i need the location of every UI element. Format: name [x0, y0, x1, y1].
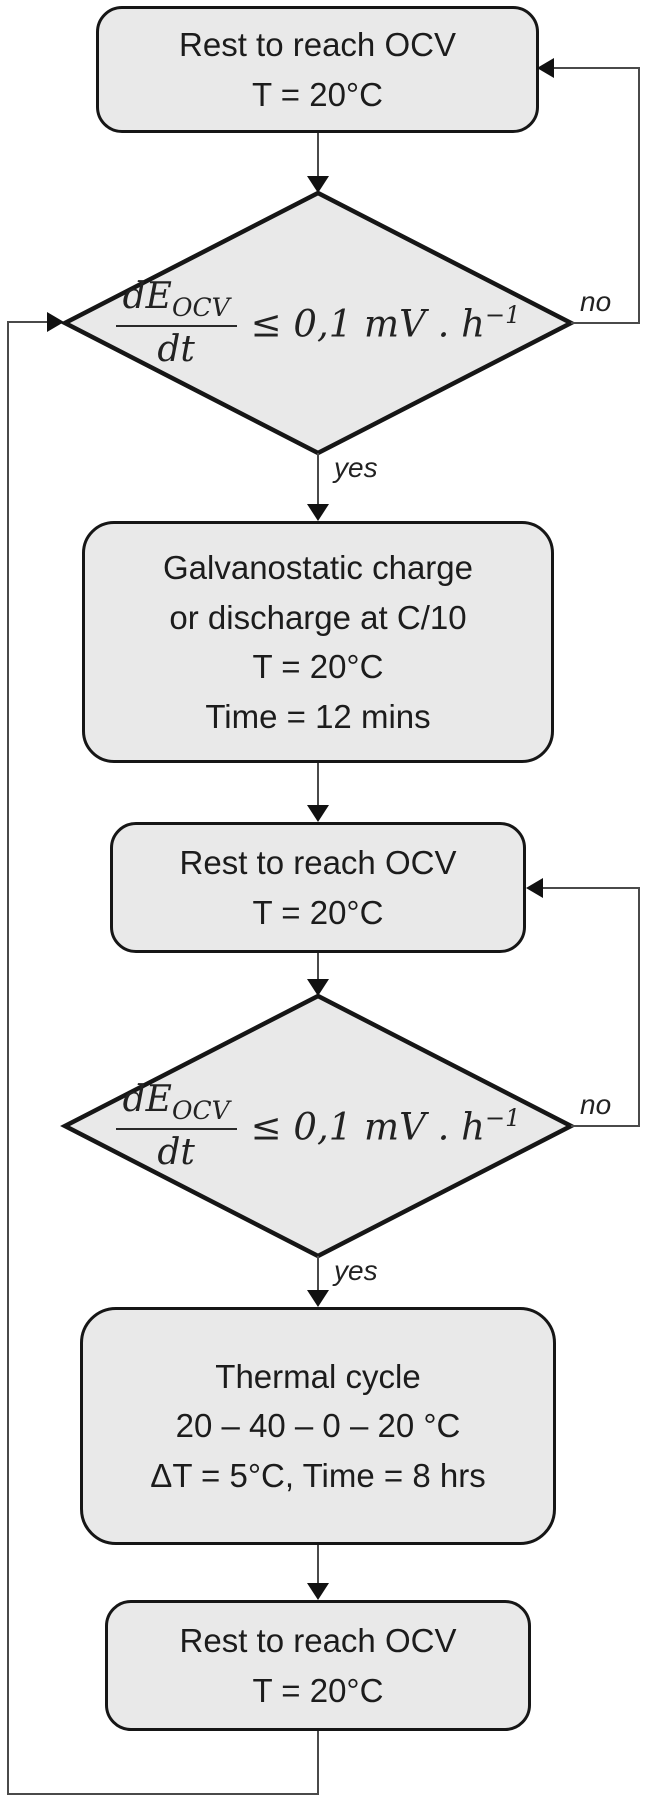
formula-denominator: dt [157, 1131, 195, 1173]
arrowhead-down [307, 1583, 329, 1600]
edge-label-no-1: no [580, 286, 612, 317]
decision-formula: dEOCV dt ≤ 0,1 mV . h−1 [60, 188, 576, 458]
formula-condition: ≤ 0,1 mV . h−1 [251, 1104, 521, 1148]
arrowhead-down [307, 1290, 329, 1307]
formula-numerator-sub: OCV [171, 1096, 230, 1126]
node-text-line: Rest to reach OCV [179, 26, 456, 63]
decision-formula: dEOCV dt ≤ 0,1 mV . h−1 [60, 991, 576, 1261]
formula-fraction: dEOCV dt [115, 275, 237, 370]
formula-condition: ≤ 0,1 mV . h−1 [251, 301, 521, 345]
node-text-line: T = 20°C [252, 648, 384, 685]
edge-label-yes-1: yes [334, 452, 378, 483]
formula-term: dE [122, 1078, 172, 1120]
node-text-line: Galvanostatic charge [162, 549, 473, 586]
node-text-line: or discharge at C/10 [169, 598, 467, 636]
formula-term: ≤ 0,1 mV . h [250, 1105, 485, 1149]
node-text-line: 20 – 40 – 0 – 20 °C [175, 1407, 461, 1445]
formula-term: ≤ 0,1 mV . h [250, 302, 485, 346]
return-loop-line-in [7, 321, 47, 323]
arrowhead-right [47, 312, 64, 332]
node-thermal-cycle: Thermal cycle 20 – 40 – 0 – 20 °C ΔT = 5… [80, 1307, 556, 1545]
node-text-line: Rest to reach OCV [179, 844, 457, 881]
formula-fraction: dEOCV dt [115, 1078, 237, 1173]
formula-numerator-sub: OCV [171, 293, 230, 323]
edge-label-no-2: no [580, 1089, 612, 1120]
node-decision-mid: dEOCV dt ≤ 0,1 mV . h−1 [60, 991, 576, 1261]
connector-thermal-to-rest-bottom [317, 1545, 319, 1585]
arrowhead-down [307, 176, 329, 193]
connector-decision-to-charge [317, 453, 319, 506]
return-loop-line-up [7, 322, 9, 1795]
no-loop1-line-in [554, 67, 640, 69]
node-rest-mid: Rest to reach OCV T = 20°C [110, 822, 526, 953]
no-loop1-line-out [571, 322, 640, 324]
arrowhead-left [526, 878, 543, 898]
formula-numerator: dEOCV [115, 275, 237, 327]
formula-denominator: dt [157, 328, 195, 370]
node-text-line: Time = 12 mins [205, 697, 431, 735]
formula-numerator: dEOCV [115, 1078, 237, 1130]
node-text-line: ΔT = 5°C, Time = 8 hrs [150, 1456, 486, 1494]
no-loop2-line-out [571, 1125, 640, 1127]
formula-condition-sup: −1 [484, 1103, 521, 1132]
no-loop1-line-up [638, 67, 640, 324]
edge-label-yes-2: yes [334, 1255, 378, 1286]
node-text-line: T = 20°C [252, 1671, 384, 1709]
no-loop2-line-up [638, 887, 640, 1127]
connector-decision-to-thermal [317, 1256, 319, 1292]
connector-rest-top-to-decision [317, 133, 319, 180]
connector-rest-mid-to-decision [317, 953, 319, 981]
arrowhead-down [307, 979, 329, 996]
arrowhead-down [307, 805, 329, 822]
node-decision-top: dEOCV dt ≤ 0,1 mV . h−1 [60, 188, 576, 458]
arrowhead-down [307, 504, 329, 521]
return-loop-line-down [317, 1731, 319, 1795]
node-galvanostatic-charge: Galvanostatic charge or discharge at C/1… [82, 521, 554, 763]
no-loop2-line-in [543, 887, 640, 889]
node-text-line: T = 20°C [252, 75, 383, 113]
connector-charge-to-rest-mid [317, 763, 319, 806]
node-rest-bottom: Rest to reach OCV T = 20°C [105, 1600, 531, 1731]
formula-condition-sup: −1 [484, 300, 521, 329]
node-text-line: T = 20°C [252, 893, 384, 931]
arrowhead-left [537, 58, 554, 78]
formula-term: dE [122, 275, 172, 317]
node-text-line: Thermal cycle [215, 1357, 421, 1395]
node-rest-top: Rest to reach OCV T = 20°C [96, 6, 539, 133]
return-loop-line-bottom [7, 1793, 319, 1795]
node-text-line: Rest to reach OCV [179, 1622, 457, 1659]
